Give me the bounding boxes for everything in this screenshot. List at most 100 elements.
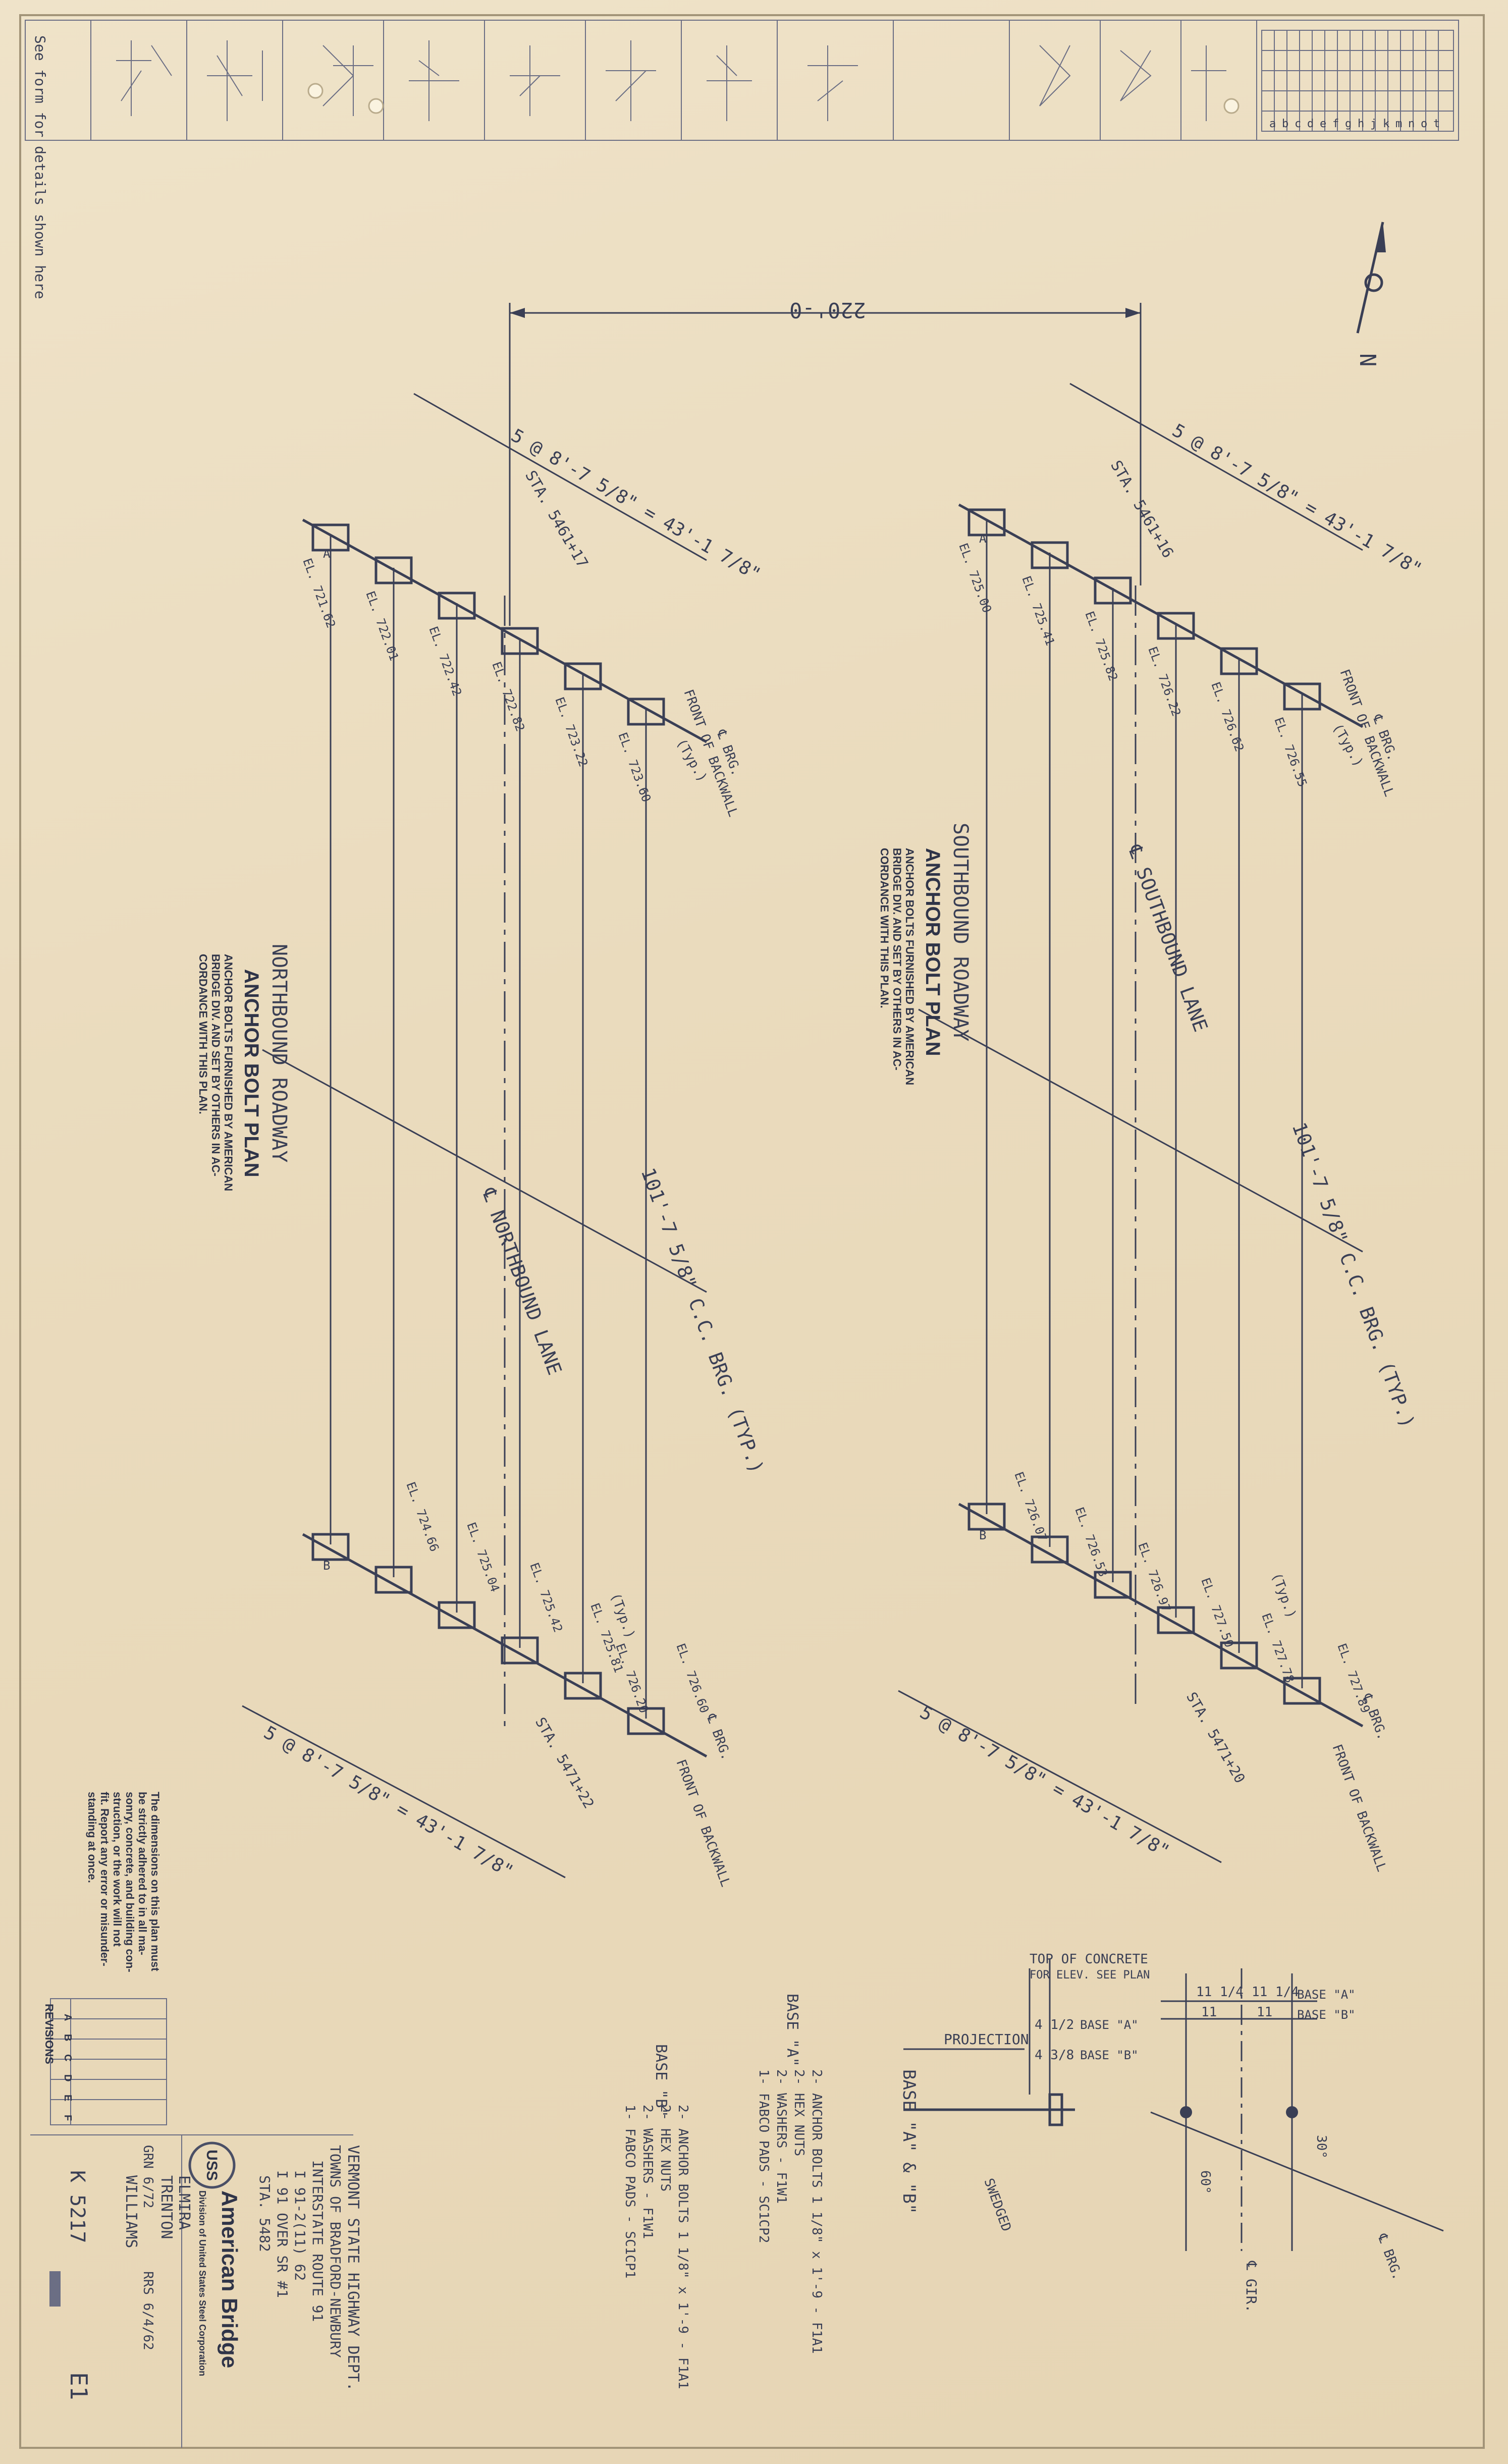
rev-a: A <box>62 2014 73 2021</box>
nb-base-bottom: B <box>323 1559 330 1573</box>
sb-base-top: A <box>979 531 987 546</box>
grid-letter: d <box>1307 118 1314 130</box>
sb-base-bottom: B <box>979 1528 986 1542</box>
client-name: VERMONT STATE HIGHWAY DEPT. <box>344 2145 362 2391</box>
company-name: American Bridge <box>217 2190 242 2368</box>
uss-logo-text: USS <box>203 2150 220 2181</box>
dim-a2: 11 1/4 <box>1252 1985 1299 2000</box>
base-detail-title: BASE "A" & "B" <box>899 2069 919 2214</box>
sb-el-bot-5: EL. 727.78 <box>1259 1611 1297 1684</box>
grid-letter: e <box>1320 118 1326 130</box>
rev-c: C <box>62 2054 73 2061</box>
northbound-top-bearings <box>311 523 665 726</box>
sb-spacing-top: 5 @ 8'-7 5/8" = 43'-1 7/8" <box>1169 420 1426 580</box>
nb-el-top-3: EL. 722.42 <box>426 624 464 698</box>
rev-d: D <box>62 2074 73 2081</box>
base-b-item-1: 2- ANCHOR BOLTS 1 1/8" x 1'-9 - F1A1 <box>675 2105 690 2389</box>
nb-el-bot-2: EL. 725.04 <box>464 1520 502 1593</box>
dim-base-b: BASE "B" <box>1297 2008 1356 2022</box>
sb-plan-title: ANCHOR BOLT PLAN <box>922 848 944 1056</box>
grid-letter: n <box>1408 118 1415 130</box>
sb-el-top-2: EL. 725.41 <box>1019 574 1057 647</box>
nb-note-3: CORDANCE WITH THIS PLAN. <box>197 954 209 1114</box>
drawn-by: RRS 6/4/62 <box>140 2271 155 2350</box>
base-a-item-4: 1- FABCO PADS - SC1CP2 <box>756 2069 771 2243</box>
nb-roadway-title: NORTHBOUND ROADWAY <box>267 944 291 1162</box>
sheet-border <box>19 14 1485 2449</box>
sb-el-top-3: EL. 725.82 <box>1082 609 1120 682</box>
grid-letter: g <box>1345 118 1352 130</box>
sb-station-top: STA. 5461+16 <box>1107 458 1177 561</box>
nb-front-backwall-bottom: FRONT OF BACKWALL <box>673 1757 733 1889</box>
angle-60: 60° <box>1198 2170 1213 2194</box>
station: STA. 5482 <box>256 2175 273 2252</box>
overall-dimension-label: 220'-0 <box>789 298 866 323</box>
proj-b: 4 3/8 <box>1035 2048 1074 2063</box>
sb-roadway-title: SOUTHBOUND ROADWAY <box>949 823 972 1041</box>
title-marker <box>49 2271 61 2307</box>
nb-base-top: A <box>323 547 331 561</box>
northbound-bottom-bearings <box>311 1533 665 1735</box>
header-detail-strip <box>25 20 1459 141</box>
engineer: WILLIAMS <box>122 2175 140 2248</box>
rev-f: F <box>62 2115 73 2121</box>
projection-label: PROJECTION <box>944 2031 1029 2048</box>
nb-plan-title: ANCHOR BOLT PLAN <box>240 969 262 1177</box>
sb-spacing-bottom: 5 @ 8'-7 5/8" = 43'-1 7/8" <box>917 1702 1173 1862</box>
company-division: Division of United States Steel Corporat… <box>197 2190 207 2376</box>
nb-el-top-2: EL. 722.01 <box>363 589 401 662</box>
nb-spacing-bottom: 5 @ 8'-7 5/8" = 43'-1 7/8" <box>260 1722 517 1882</box>
sheet-number: E1 <box>65 2372 92 2400</box>
sb-note-1: ANCHOR BOLTS FURNISHED BY AMERICAN <box>903 848 916 1085</box>
warning-line-2: be strictly adhered to in all ma- <box>136 1792 149 1955</box>
nb-el-top-5: EL. 723.22 <box>552 695 590 768</box>
grid-letter: o <box>1421 118 1427 130</box>
dim-base-a: BASE "A" <box>1297 1988 1356 2002</box>
dim-b1: 11 <box>1201 2005 1217 2020</box>
base-b-item-4: 1- FABCO PADS - SC1CP1 <box>622 2105 637 2278</box>
sb-station-bottom: STA. 5471+20 <box>1183 1689 1249 1786</box>
nb-note-2: BRIDGE DIV. AND SET BY OTHERS IN AC- <box>209 954 222 1176</box>
base-a-title: BASE "A" <box>783 1994 801 2067</box>
nb-el-top-6: EL. 723.60 <box>615 730 654 804</box>
sb-el-bot-2: EL. 726.53 <box>1072 1505 1110 1578</box>
header-grid-block <box>1261 30 1454 132</box>
punch-hole <box>368 98 384 114</box>
rev-b: B <box>62 2034 73 2041</box>
route: INTERSTATE ROUTE 91 <box>309 2160 326 2322</box>
warning-line-6: standing at once. <box>86 1792 98 1883</box>
grid-letter: m <box>1395 118 1402 130</box>
sb-el-top-1: EL. 725.00 <box>956 541 994 614</box>
sb-span-label: 101'-7 5/8" C.C. BRG. (TYP.) <box>1288 1119 1419 1431</box>
revisions-block: REVISIONS A B C D E F <box>43 1998 167 2125</box>
dim-b2: 11 <box>1257 2005 1272 2020</box>
crossing: I 91 OVER SR #1 <box>274 2170 291 2298</box>
plant: ELMIRA <box>175 2175 193 2230</box>
grid-letter: a <box>1269 118 1276 130</box>
swedged-label: SWEDGED <box>981 2176 1014 2233</box>
nb-el-top-1: EL. 721.62 <box>300 556 338 629</box>
southbound-top-bearings <box>967 508 1321 711</box>
proj-base-b: BASE "B" <box>1080 2048 1139 2062</box>
overall-dimension: 220'-0 <box>509 298 1142 626</box>
bearing-cl: ℄ BRG. <box>1374 2231 1405 2282</box>
project: I 91-2(11) 62 <box>292 2170 308 2281</box>
girder-cl: ℄ GIR. <box>1243 2261 1260 2313</box>
base-b-item-2: 2- HEX NUTS <box>658 2105 673 2191</box>
base-b-title: BASE "B" <box>652 2044 670 2117</box>
punch-hole <box>1223 98 1240 114</box>
sb-el-top-4: EL. 726.22 <box>1145 645 1183 718</box>
top-of-concrete: TOP OF CONCRETE <box>1030 1952 1148 1967</box>
nb-el-top-4: EL. 722.82 <box>489 660 527 733</box>
warning-line-1: The dimensions on this plan must <box>149 1792 161 1971</box>
grid-letter: c <box>1295 118 1301 130</box>
dim-a1: 11 1/4 <box>1196 1985 1244 2000</box>
grid-letter: h <box>1358 118 1364 130</box>
proj-a: 4 1/2 <box>1035 2017 1074 2032</box>
southbound-plan <box>898 383 1364 1863</box>
warning-line-4: struction, or the work will not <box>111 1792 124 1947</box>
nb-brg-bottom: ℄ BRG. <box>703 1711 734 1762</box>
angle-30: 30° <box>1314 2135 1329 2159</box>
